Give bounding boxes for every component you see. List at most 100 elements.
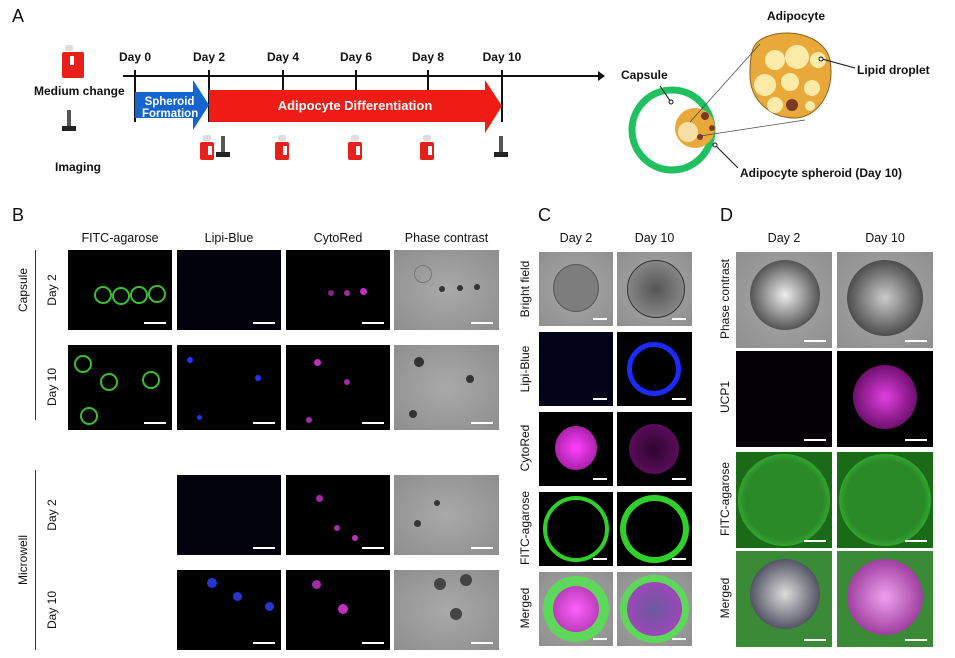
cell-spheroid — [338, 604, 348, 614]
row-label: Merged — [518, 587, 532, 629]
day-label: Day 8 — [411, 50, 445, 64]
image-phase-capsule-day10 — [394, 345, 499, 430]
image-d-ucp1-day10 — [837, 351, 933, 447]
cell-spheroid — [233, 592, 242, 601]
row-label: Merged — [718, 577, 732, 619]
timeline-arrows — [135, 80, 502, 133]
figure-element — [699, 119, 806, 137]
column-header: Day 2 — [559, 231, 593, 245]
image-c-brightfield-day10 — [617, 252, 692, 326]
figure-element — [701, 112, 709, 120]
scale-bar — [471, 642, 493, 644]
cell-spheroid — [553, 586, 599, 632]
panel-label-d: D — [720, 205, 733, 225]
cell-spheroid — [352, 535, 358, 541]
column-header: CytoRed — [313, 231, 363, 245]
day-label: Day 10 — [482, 50, 522, 64]
microscope-icon — [494, 136, 508, 158]
row-label: FITC-agarose — [518, 490, 532, 566]
cell-spheroid — [312, 580, 321, 589]
cell-spheroid — [360, 288, 367, 295]
figure-element — [805, 101, 815, 111]
image-c-merged-day2 — [539, 572, 613, 646]
image-d-fitc-day2 — [736, 452, 832, 548]
timeline-axis — [123, 75, 603, 77]
scale-bar — [905, 639, 927, 641]
figure-element — [765, 50, 785, 70]
day-label: Day 4 — [266, 50, 300, 64]
image-c-merged-day10 — [617, 572, 692, 646]
cell-spheroid — [314, 359, 321, 366]
image-fitc-capsule-day10 — [68, 345, 172, 430]
cell-spheroid — [627, 342, 681, 396]
scale-bar — [804, 540, 826, 542]
image-d-merged-day2 — [736, 551, 832, 647]
cell-spheroid — [187, 357, 193, 363]
scale-bar — [471, 322, 493, 324]
row-label: Day 10 — [45, 367, 59, 407]
scale-bar — [593, 638, 607, 640]
scale-bar — [471, 547, 493, 549]
cell-spheroid — [344, 379, 350, 385]
image-c-lipiblue-day10 — [617, 332, 692, 406]
figure-element — [678, 122, 698, 142]
cell-spheroid — [466, 375, 474, 383]
scale-bar — [362, 422, 384, 424]
scale-bar — [672, 558, 686, 560]
row-label: CytoRed — [518, 424, 532, 472]
figure-element — [714, 144, 739, 169]
cell-spheroid — [474, 284, 480, 290]
medium-bottle-icon — [420, 135, 434, 160]
cell-spheroid — [100, 373, 118, 391]
differentiation-label: Adipocyte Differentiation — [277, 98, 433, 113]
column-header: Day 10 — [865, 231, 905, 245]
axis-arrowhead-icon — [598, 71, 605, 81]
day-label: Day 0 — [118, 50, 152, 64]
image-phase-microwell-day10 — [394, 570, 499, 650]
scale-bar — [804, 340, 826, 342]
column-header: Day 2 — [767, 231, 801, 245]
panel-label-c: C — [538, 205, 551, 225]
figure-element — [818, 56, 824, 62]
scale-bar — [362, 642, 384, 644]
column-header: Phase contrast — [404, 231, 489, 245]
figure-element — [689, 43, 761, 123]
scale-bar — [593, 398, 607, 400]
cell-spheroid — [434, 578, 446, 590]
group-bracket-line — [35, 470, 36, 650]
figure-element: Spheroid — [144, 96, 195, 108]
row-label: Bright field — [518, 260, 532, 318]
cell-spheroid — [414, 357, 424, 367]
day-label: Day 2 — [192, 50, 226, 64]
cell-spheroid — [450, 608, 462, 620]
medium-bottle-icon — [62, 45, 84, 78]
figure-element — [709, 125, 715, 131]
cell-spheroid — [620, 495, 689, 563]
cell-spheroid — [847, 559, 923, 635]
figure-element — [659, 85, 672, 103]
differentiation-arrow — [209, 80, 502, 133]
microscope-icon — [62, 110, 82, 144]
timeline-tick — [501, 70, 503, 122]
image-cytored-capsule-day2 — [286, 250, 390, 330]
figure-element — [767, 97, 783, 113]
group-label-capsule: Capsule — [16, 267, 30, 313]
figure-element — [785, 45, 809, 69]
cell-spheroid — [344, 290, 350, 296]
scale-bar — [362, 322, 384, 324]
scale-bar — [905, 540, 927, 542]
image-lipiblue-capsule-day10 — [177, 345, 281, 430]
figure-element — [712, 142, 718, 148]
image-d-phase-day2 — [736, 252, 832, 348]
row-label: UCP1 — [718, 381, 732, 414]
day-label: Day 6 — [339, 50, 373, 64]
scale-bar — [672, 318, 686, 320]
figure-element — [754, 74, 776, 96]
cell-spheroid — [750, 559, 820, 629]
image-d-ucp1-day2 — [736, 351, 832, 447]
image-c-fitc-day10 — [617, 492, 692, 566]
cell-spheroid — [434, 500, 440, 506]
cell-spheroid — [306, 417, 312, 423]
cell-spheroid — [847, 260, 923, 336]
cell-spheroid — [334, 525, 340, 531]
